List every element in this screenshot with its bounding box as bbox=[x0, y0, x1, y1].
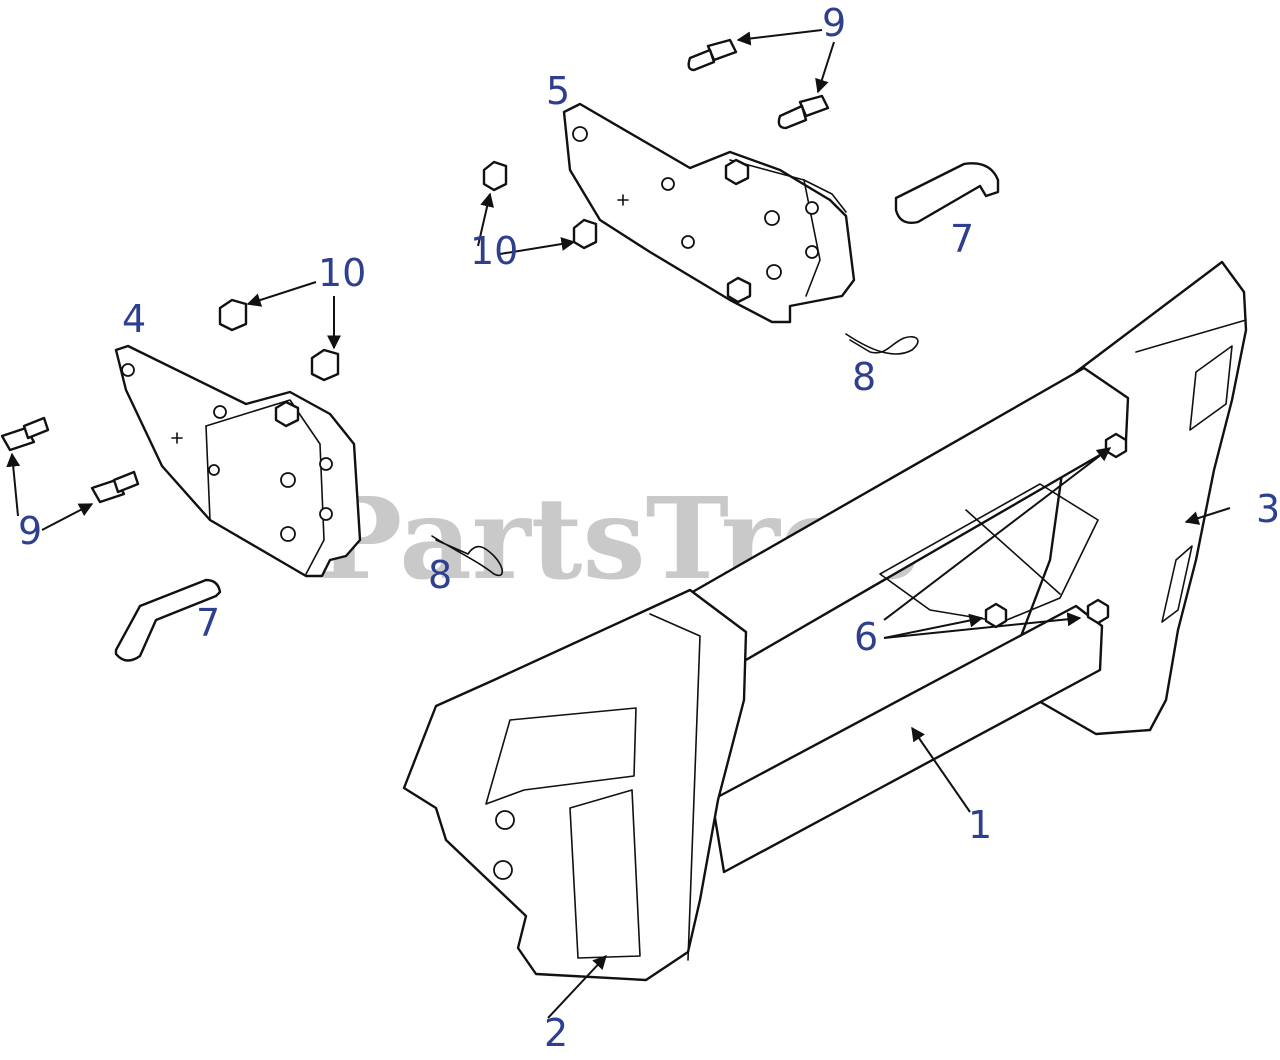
callout-6: 6 bbox=[854, 615, 878, 659]
hairpin-clips bbox=[431, 333, 919, 577]
clip-lower bbox=[431, 535, 504, 577]
upper-mounting-bracket bbox=[562, 102, 856, 324]
callout-7-upper: 7 bbox=[950, 217, 974, 261]
end-cap-hole bbox=[495, 810, 515, 830]
leader-lines bbox=[6, 29, 1231, 1019]
callout-numbers: 1 2 3 4 5 6 7 7 8 8 9 9 10 10 bbox=[18, 1, 1280, 1055]
nut bbox=[310, 348, 340, 382]
callout-9-lower: 9 bbox=[18, 509, 42, 553]
callout-4: 4 bbox=[122, 297, 146, 341]
flange-nuts bbox=[218, 160, 598, 382]
nut bbox=[218, 298, 248, 332]
lower-mounting-bracket bbox=[114, 344, 362, 578]
callout-10-upper: 10 bbox=[470, 229, 518, 273]
callout-5: 5 bbox=[546, 69, 570, 113]
callout-10-lower: 10 bbox=[318, 251, 366, 295]
nut bbox=[482, 160, 508, 192]
callout-8-upper: 8 bbox=[852, 355, 876, 399]
left-end-cap bbox=[402, 588, 748, 982]
bolts bbox=[0, 38, 830, 504]
callout-3: 3 bbox=[1256, 487, 1280, 531]
callout-7-lower: 7 bbox=[196, 601, 220, 645]
nut bbox=[572, 218, 598, 250]
pin-upper bbox=[894, 162, 1000, 224]
bumper-assembly bbox=[402, 260, 1248, 982]
frame-nut bbox=[984, 602, 1008, 629]
bolt bbox=[777, 94, 830, 130]
lower-bracket-plate bbox=[114, 344, 362, 578]
callout-2: 2 bbox=[544, 1011, 568, 1055]
frame-nut bbox=[1086, 598, 1110, 625]
frame-nut bbox=[1104, 432, 1128, 459]
clip-upper bbox=[845, 333, 919, 355]
bolt bbox=[90, 470, 140, 504]
bolt bbox=[0, 416, 50, 452]
upper-bracket-plate bbox=[562, 102, 856, 324]
callout-8-lower: 8 bbox=[428, 553, 452, 597]
lower-tube bbox=[710, 604, 1104, 874]
end-cap-hole bbox=[493, 860, 513, 880]
bolt bbox=[687, 38, 738, 72]
callout-1: 1 bbox=[968, 803, 992, 847]
hitch-pins bbox=[114, 162, 1000, 662]
callout-9-upper: 9 bbox=[822, 1, 846, 45]
pin-lower bbox=[114, 578, 222, 662]
